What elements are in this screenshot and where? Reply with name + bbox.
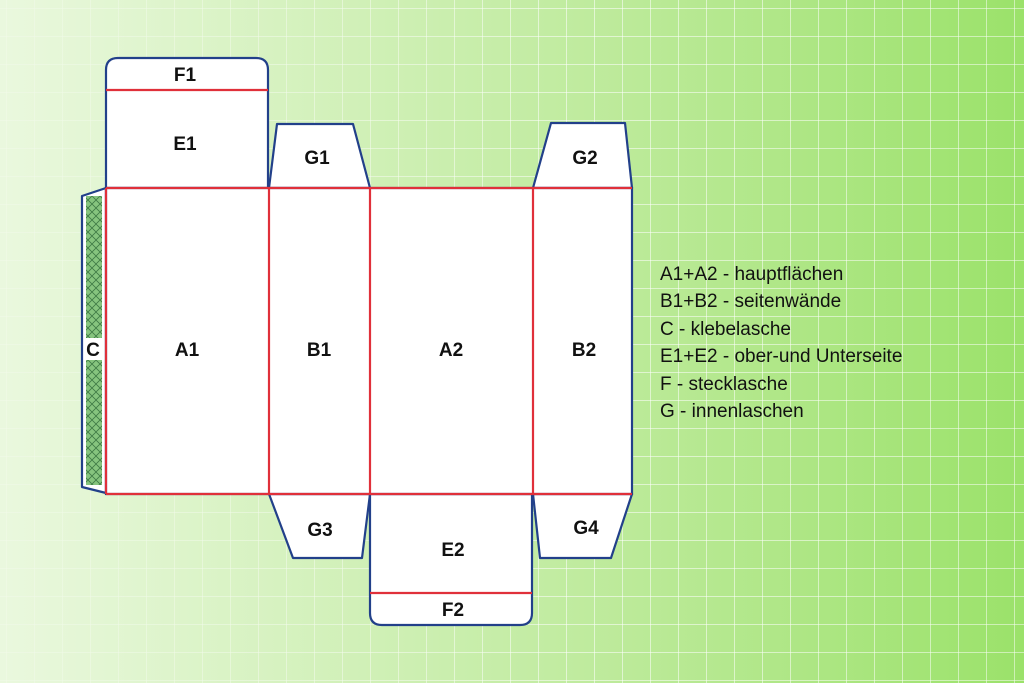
label-a2: A2 <box>439 340 463 361</box>
legend-item-f: F - stecklasche <box>660 373 788 395</box>
legend-item-a: A1+A2 - hauptflächen <box>660 264 844 285</box>
label-f2: F2 <box>442 600 464 621</box>
label-g3: G3 <box>307 520 332 541</box>
legend-item-g: G - innenlaschen <box>660 401 804 423</box>
label-b2: B2 <box>572 340 596 361</box>
label-c: C <box>86 340 100 361</box>
legend: A1+A2 - hauptflächen B1+B2 - seitenwände… <box>660 261 902 425</box>
legend-item-c: C - klebelasche <box>660 318 791 340</box>
legend-item-b: B1+B2 - seitenwände <box>660 291 842 313</box>
label-b1: B1 <box>307 340 332 361</box>
label-e2: E2 <box>441 540 464 561</box>
label-g4: G4 <box>573 518 599 539</box>
label-f1: F1 <box>174 65 197 86</box>
label-g1: G1 <box>304 148 330 169</box>
fold-lines <box>104 88 632 595</box>
glue-label-gap <box>84 338 104 360</box>
label-a1: A1 <box>175 340 200 361</box>
legend-item-e: E1+E2 - ober-und Unterseite <box>660 346 903 368</box>
label-e1: E1 <box>173 134 197 155</box>
label-g2: G2 <box>572 148 597 169</box>
